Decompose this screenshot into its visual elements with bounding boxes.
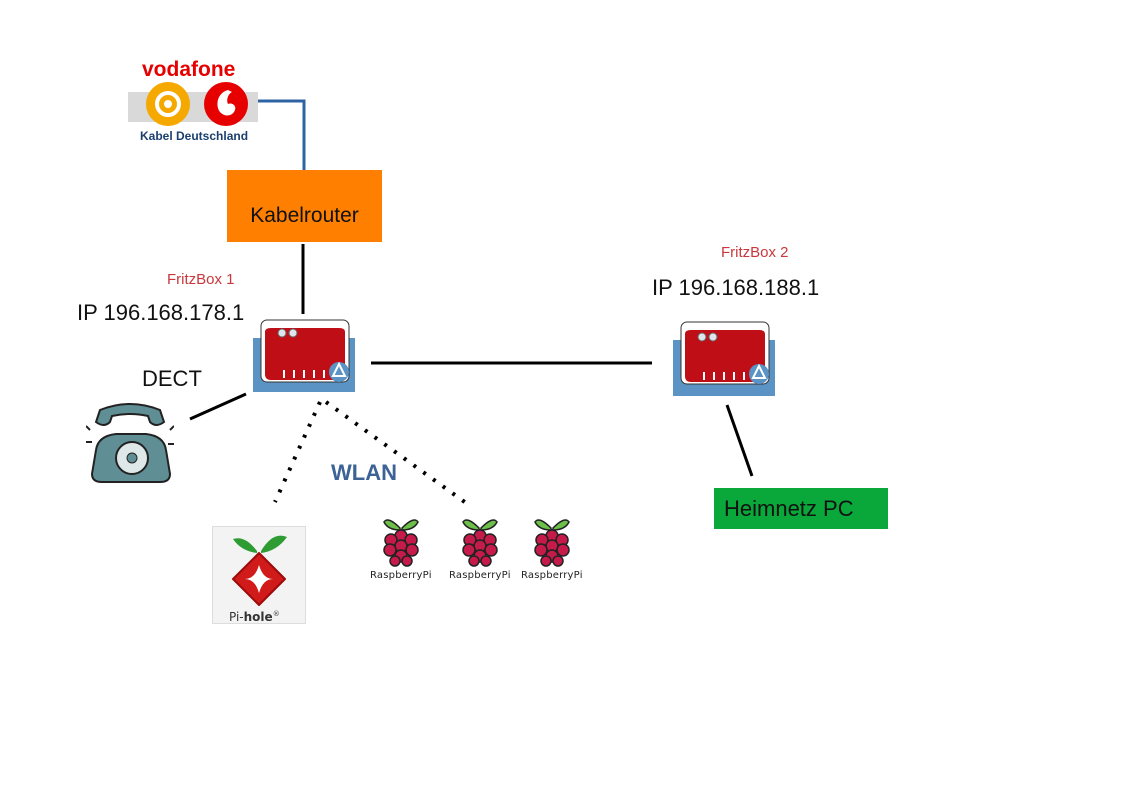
fritzbox-router-icon xyxy=(673,321,775,396)
fritzbox2-to-pc-line xyxy=(725,404,754,477)
vodafone-logo-icon xyxy=(128,82,258,126)
raspberry-pi-caption: RaspberryPi xyxy=(449,570,511,581)
wlan-link-pihole xyxy=(273,401,322,503)
raspberry-pi-caption: RaspberryPi xyxy=(370,570,432,581)
raspberry-pi-icon xyxy=(534,519,570,567)
kabelrouter-box: Kabelrouter xyxy=(227,170,382,242)
vodafone-subtitle: Kabel Deutschland xyxy=(140,129,249,143)
wlan-label: WLAN xyxy=(331,460,397,485)
raspberry-pi-icon xyxy=(383,519,419,567)
wlan-link-rpi xyxy=(324,400,468,505)
raspberry-pi-3: RaspberryPi xyxy=(519,516,585,586)
raspberry-pi-1: RaspberryPi xyxy=(368,516,434,586)
isp-to-kabelrouter-line xyxy=(256,99,306,170)
pihole-caption: Pi-hole® xyxy=(229,610,280,624)
pihole-logo: Pi-hole® xyxy=(212,526,306,624)
heimnetz-pc-box: Heimnetz PC xyxy=(714,488,888,529)
dect-label: DECT xyxy=(142,366,202,391)
fritzbox2-ip: IP 196.168.188.1 xyxy=(652,275,820,300)
raspberry-pi-2: RaspberryPi xyxy=(447,516,513,586)
raspberry-pi-icon xyxy=(462,519,498,567)
raspberry-pi-caption: RaspberryPi xyxy=(521,570,583,581)
fritzbox1-to-dect-line xyxy=(189,392,247,421)
fritzbox1-ip: IP 196.168.178.1 xyxy=(77,300,245,325)
vodafone-logo: vodafone Kabel Deutschland xyxy=(128,58,258,146)
pihole-logo-icon xyxy=(232,535,287,606)
fritzbox-router-icon xyxy=(253,319,355,392)
fritzbox1-name: FritzBox 1 xyxy=(167,271,235,288)
telephone-icon xyxy=(86,403,174,483)
fritzbox2-name: FritzBox 2 xyxy=(721,244,789,261)
vodafone-brand-text: vodafone xyxy=(142,58,236,81)
